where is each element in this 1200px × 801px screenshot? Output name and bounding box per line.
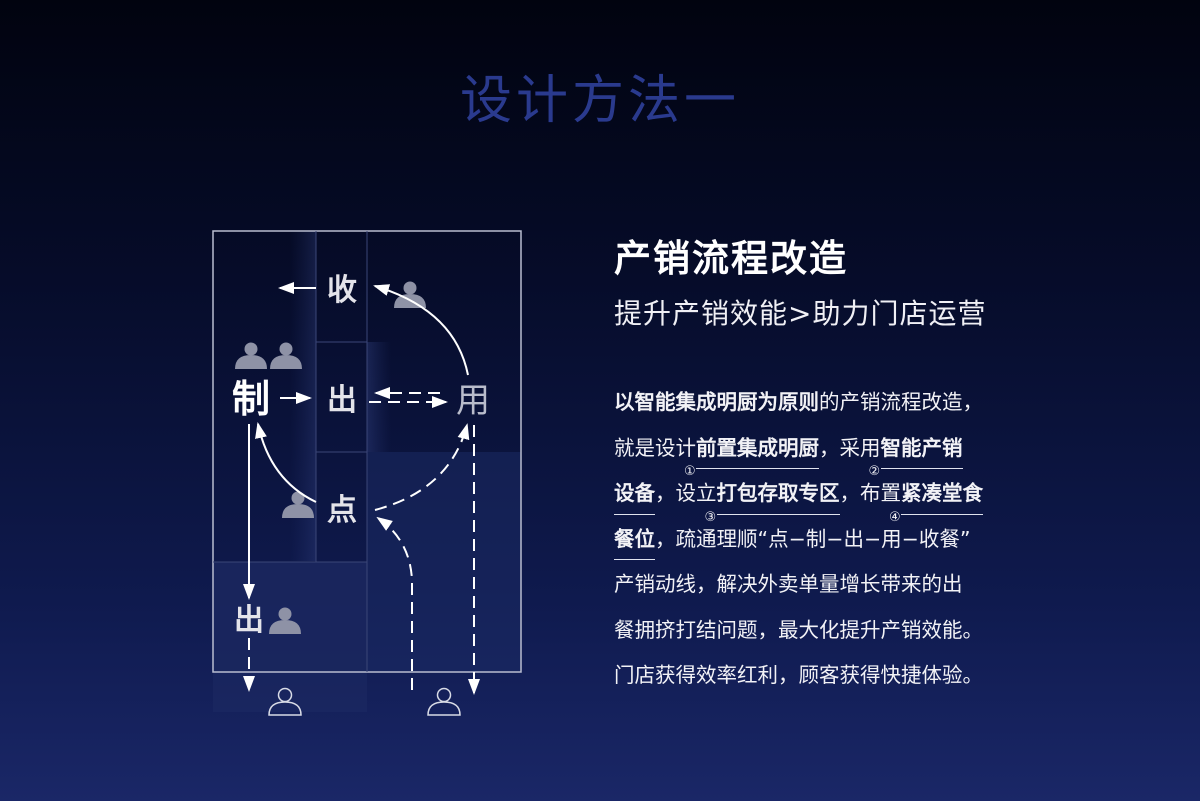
person-icon bbox=[235, 342, 267, 369]
marker-3: ③ bbox=[704, 509, 717, 525]
node-use: 用 bbox=[456, 381, 490, 421]
highlight-3: ③ 打包存取专区 bbox=[705, 471, 840, 524]
text: ，布置 bbox=[839, 481, 902, 505]
text-line: 产销动线，解决外卖单量增长带来的出 bbox=[614, 572, 963, 596]
text-line: 餐拥挤打结问题，最大化提升产销效能。 bbox=[614, 617, 983, 642]
flow-arrows bbox=[243, 282, 480, 695]
marker-1: ① bbox=[684, 464, 696, 479]
highlight-2-cont: 设备 bbox=[614, 471, 655, 517]
bold-text: 以智能集成明厨为原则 bbox=[614, 390, 819, 414]
node-collect: 收 bbox=[327, 273, 357, 308]
section-heading: 产销流程改造 bbox=[614, 237, 848, 280]
marker-4: ④ bbox=[889, 509, 901, 525]
text: ，疏通理顺“点−制−出−用−收餐” bbox=[655, 526, 971, 551]
node-out-center: 出 bbox=[327, 383, 357, 418]
text: ，设立 bbox=[655, 481, 717, 505]
highlight-text: 智能产销 bbox=[880, 435, 963, 460]
highlight-text: 打包存取专区 bbox=[716, 481, 840, 505]
node-out-bottom: 出 bbox=[234, 603, 264, 638]
node-make: 制 bbox=[232, 377, 270, 421]
marker-2: ② bbox=[868, 464, 881, 479]
text: 就是设计 bbox=[614, 435, 696, 460]
highlight-2: ② 智能产销 bbox=[869, 426, 963, 479]
highlight-4-cont: 餐位 bbox=[614, 517, 655, 563]
customer-outline-icon bbox=[427, 687, 461, 716]
section-subheading: 提升产销效能>助力门店运营 bbox=[614, 297, 987, 330]
text-line: 门店获得效率红利，顾客获得快捷体验。 bbox=[614, 663, 983, 687]
highlight-text: 紧凑堂食 bbox=[901, 481, 983, 505]
text: ，采用 bbox=[819, 435, 881, 460]
text: 的产销流程改造， bbox=[819, 390, 983, 414]
slide-title: 设计方法一 bbox=[459, 71, 740, 131]
node-order: 点 bbox=[327, 493, 357, 528]
highlight-text: 前置集成明厨 bbox=[696, 435, 819, 460]
